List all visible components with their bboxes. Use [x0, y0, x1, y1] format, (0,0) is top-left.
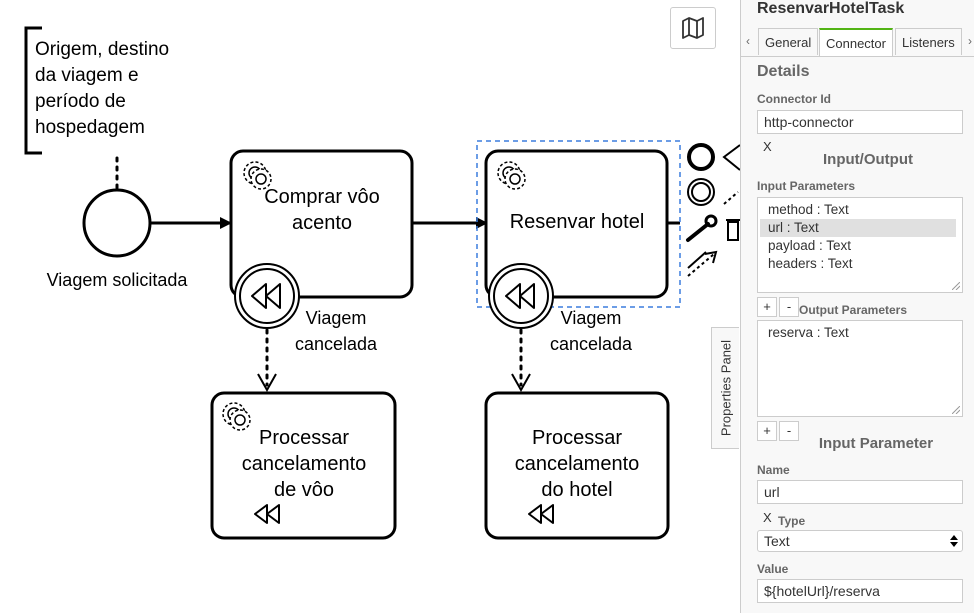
output-parameters-label: Output Parameters — [799, 303, 908, 317]
input-parameter-heading: Input Parameter — [818, 435, 934, 452]
task1-label-line: Comprar vôo — [264, 186, 380, 208]
append-intermediate-event-icon[interactable] — [687, 178, 715, 206]
input-parameter-item[interactable]: method : Text — [768, 202, 849, 217]
comp2-label-line: cancelamento — [514, 453, 640, 475]
association-arrow-2 — [511, 373, 531, 393]
context-pad — [686, 143, 740, 277]
trash-icon[interactable] — [726, 219, 740, 241]
append-text-annotation-icon[interactable] — [723, 191, 739, 205]
type-label: Type — [778, 514, 806, 528]
minimap-toggle-button[interactable] — [670, 7, 716, 49]
panel-title: ResenvarHotelTask — [757, 0, 905, 17]
connector-id-label: Connector Id — [757, 92, 831, 106]
start-event[interactable] — [82, 188, 152, 258]
output-parameters-list[interactable]: reserva : Text — [757, 320, 963, 417]
input-parameter-item[interactable]: headers : Text — [768, 256, 853, 271]
diagram-canvas[interactable]: Origem, destino da viagem e período de h… — [0, 0, 740, 613]
clear-connector-id-button[interactable]: X — [763, 139, 772, 154]
comp1-label-line: de vôo — [273, 479, 335, 501]
add-output-parameter-button[interactable]: + — [757, 421, 777, 441]
tab-general[interactable]: General — [758, 28, 819, 55]
clear-name-button[interactable]: X — [763, 510, 772, 525]
wrench-icon[interactable] — [686, 214, 718, 242]
gear-icon — [222, 402, 251, 431]
task-processar-cancelamento-hotel[interactable] — [484, 391, 670, 540]
task-reservar-hotel[interactable] — [484, 149, 669, 299]
comp1-label: Processar cancelamento de vôo — [215, 425, 393, 503]
boundary-label-line: Viagem — [560, 308, 622, 328]
output-parameter-item[interactable]: reserva : Text — [768, 325, 849, 340]
properties-panel-toggle[interactable]: Properties Panel — [711, 327, 739, 449]
select-arrows-icon — [950, 535, 958, 547]
boundary-label-line: cancelada — [294, 334, 378, 354]
text-annotation[interactable]: Origem, destino da viagem e período de h… — [35, 37, 169, 141]
gear-icon — [243, 161, 272, 190]
start-event-label: Viagem solicitada — [46, 270, 188, 290]
value-label: Value — [757, 562, 789, 576]
boundary-compensation-event-1[interactable] — [234, 263, 300, 329]
resize-handle-icon[interactable] — [952, 406, 960, 414]
connect-arrow-icon[interactable] — [687, 250, 718, 277]
boundary-label-line: cancelada — [549, 334, 633, 354]
comp2-label: Processar cancelamento do hotel — [488, 425, 666, 503]
annotation-line: da viagem e — [35, 65, 139, 86]
annotation-line: hospedagem — [35, 117, 145, 138]
remove-output-parameter-button[interactable]: - — [779, 421, 799, 441]
comp1-label-line: cancelamento — [241, 453, 367, 475]
bpmn-diagram — [24, 26, 740, 540]
task-processar-cancelamento-voo[interactable] — [210, 391, 397, 540]
compensation-marker-icon — [254, 504, 280, 524]
tab-connector[interactable]: Connector — [819, 28, 893, 56]
boundary2-label: Viagem cancelada — [535, 305, 647, 357]
resize-handle-icon[interactable] — [952, 282, 960, 290]
boundary1-label: Viagem cancelada — [280, 305, 392, 357]
tabs-scroll-left-icon[interactable]: ‹ — [746, 34, 750, 48]
input-parameter-item[interactable]: payload : Text — [768, 238, 852, 253]
tab-listeners[interactable]: Listeners — [895, 28, 962, 55]
comp1-label-line: Processar — [258, 427, 350, 449]
task1-label: Comprar vôo acento — [234, 184, 410, 236]
tabs-scroll-right-icon[interactable]: › — [968, 34, 972, 48]
task1-label-line: acento — [291, 212, 353, 234]
task-comprar-voo[interactable] — [229, 149, 414, 299]
input-parameters-label: Input Parameters — [757, 179, 856, 193]
panel-tabs: ‹ General Connector Listeners › — [741, 28, 974, 57]
selection-outline — [476, 140, 681, 308]
value-textarea[interactable]: ${hotelUrl}/reserva — [757, 579, 963, 603]
input-parameters-list[interactable]: method : Text url : Text payload : Text … — [757, 197, 963, 293]
properties-panel-toggle-label: Properties Panel — [718, 339, 733, 437]
association-arrow-1 — [257, 373, 277, 393]
name-label: Name — [757, 463, 790, 477]
gear-icon — [497, 161, 526, 190]
boundary-compensation-event-2[interactable] — [488, 263, 554, 329]
properties-panel: ResenvarHotelTask ‹ General Connector Li… — [740, 0, 974, 613]
append-end-event-icon[interactable] — [687, 143, 715, 171]
input-output-heading: Input/Output — [823, 151, 913, 168]
details-heading: Details — [757, 63, 810, 80]
remove-input-parameter-button[interactable]: - — [779, 297, 799, 317]
map-icon — [682, 17, 704, 39]
type-select[interactable]: Text — [757, 530, 963, 552]
type-select-value: Text — [764, 533, 790, 549]
compensation-marker-icon — [528, 504, 554, 524]
input-parameter-item-selected[interactable]: url : Text — [760, 219, 956, 237]
text-annotation-bracket[interactable] — [24, 26, 42, 155]
annotation-line: Origem, destino — [35, 39, 170, 60]
task2-label: Resenvar hotel — [509, 211, 645, 233]
add-input-parameter-button[interactable]: + — [757, 297, 777, 317]
annotation-line: período de — [35, 91, 126, 112]
append-gateway-icon[interactable] — [722, 144, 740, 171]
boundary-label-line: Viagem — [305, 308, 367, 328]
comp2-label-line: Processar — [531, 427, 623, 449]
name-input[interactable]: url — [757, 480, 963, 504]
comp2-label-line: do hotel — [541, 479, 613, 501]
connector-id-input[interactable]: http-connector — [757, 110, 963, 134]
